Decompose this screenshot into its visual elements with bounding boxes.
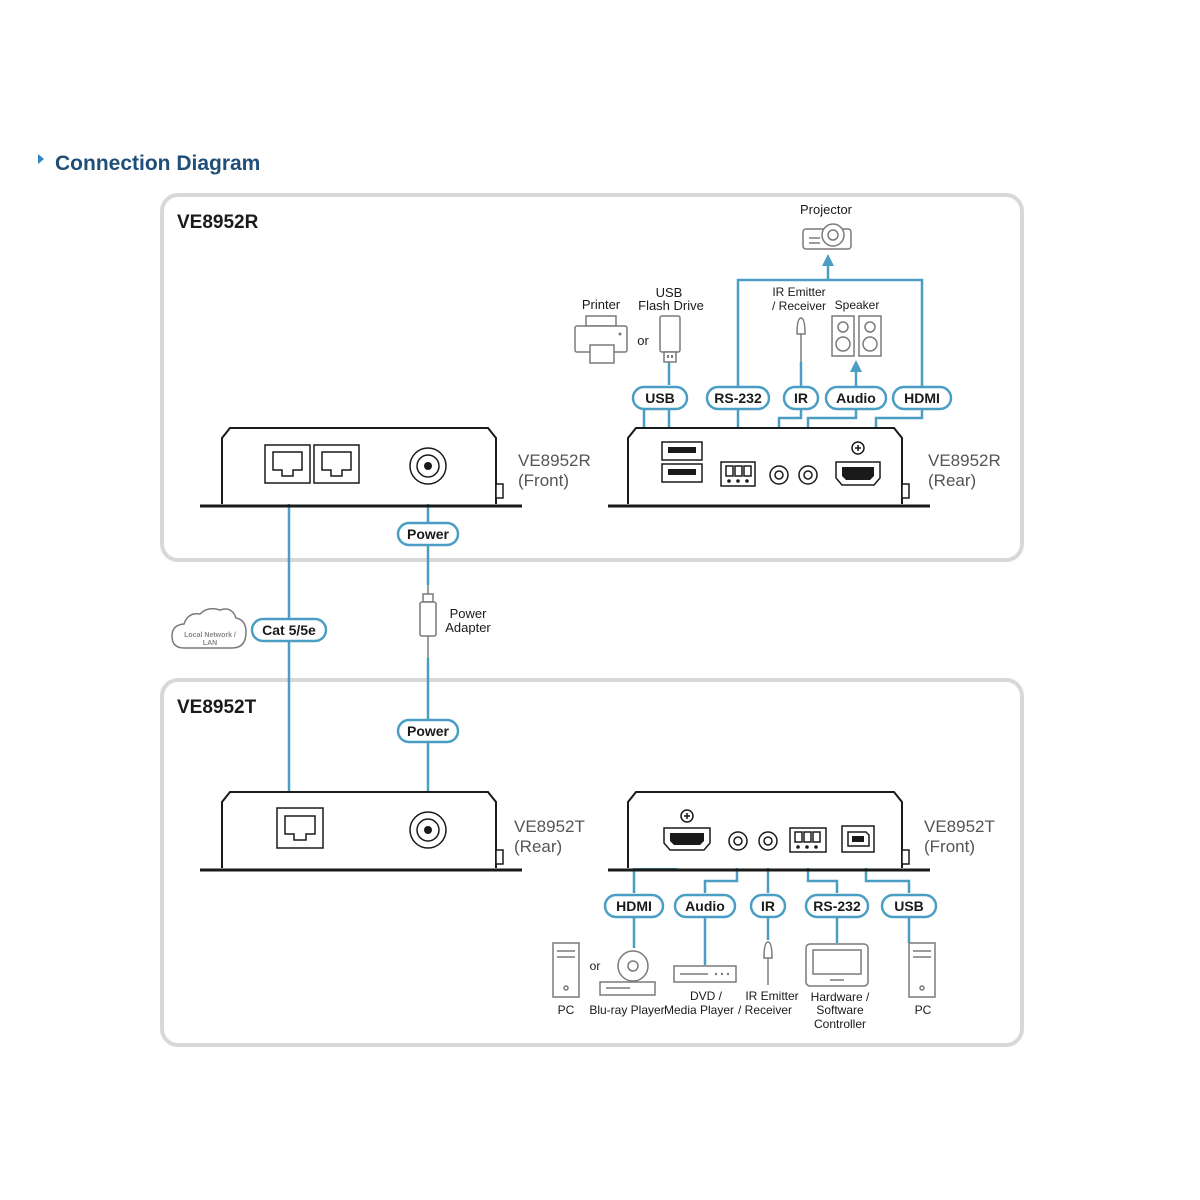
pc-tower-icon xyxy=(552,942,580,998)
transmitter-front-label: VE8952T xyxy=(924,817,995,836)
rx-ir-emitter-label-2: / Receiver xyxy=(772,299,826,313)
audio-jack-icon xyxy=(798,465,818,485)
printer-icon xyxy=(574,315,628,364)
bluray-player-icon xyxy=(599,950,656,996)
rx-power-pill: Power xyxy=(396,521,460,547)
transmitter-rear-label: VE8952T xyxy=(514,817,585,836)
rx-usb-pill: USB xyxy=(631,385,689,411)
tx-rs232-pill: RS-232 xyxy=(804,893,870,919)
lan-cloud-icon xyxy=(171,607,247,649)
transmitter-front-unit xyxy=(608,791,930,872)
controller-label: Hardware / xyxy=(811,990,870,1004)
rj45-port-icon xyxy=(313,444,360,484)
svg-text:Audio: Audio xyxy=(836,390,876,406)
ir-emitter-icon xyxy=(763,941,773,985)
lan-label-2: LAN xyxy=(203,640,217,647)
receiver-rear-label: VE8952R xyxy=(928,451,1001,470)
usb-b-port-icon xyxy=(841,825,875,853)
page-title: Connection Diagram xyxy=(55,152,260,175)
cat5-pill: Cat 5/5e xyxy=(250,617,328,643)
audio-jack-icon xyxy=(728,831,748,851)
hdmi-port-icon xyxy=(835,441,881,486)
tx-ir-emitter-label: IR Emitter xyxy=(745,989,798,1003)
transmitter-box-label: VE8952T xyxy=(177,697,257,718)
bluray-label: Blu-ray Player xyxy=(589,1003,664,1017)
projector-icon xyxy=(802,223,852,250)
svg-text:Cat 5/5e: Cat 5/5e xyxy=(262,622,316,638)
controller-label-3: Controller xyxy=(814,1017,866,1031)
title-bullet-icon xyxy=(38,154,44,164)
controller-tablet-icon xyxy=(805,943,869,987)
svg-text:RS-232: RS-232 xyxy=(813,898,861,914)
terminal-block-icon xyxy=(789,827,827,853)
projector-label: Projector xyxy=(800,202,853,217)
receiver-front-unit xyxy=(200,427,522,508)
power-adapter-icon xyxy=(419,585,437,658)
dc-power-port-icon xyxy=(409,447,447,485)
receiver-box-label: VE8952R xyxy=(177,212,259,233)
svg-text:USB: USB xyxy=(894,898,924,914)
pc-right-label: PC xyxy=(915,1003,932,1017)
svg-text:Audio: Audio xyxy=(685,898,725,914)
dvd-label-2: Media Player xyxy=(664,1003,734,1017)
rj45-port-icon xyxy=(276,807,324,849)
controller-label-2: Software xyxy=(816,1003,864,1017)
flash-drive-icon xyxy=(659,315,681,363)
dc-power-port-icon xyxy=(409,811,447,849)
power-adapter-label: Power xyxy=(450,606,488,621)
dvd-player-icon xyxy=(673,965,737,983)
receiver-or-label: or xyxy=(637,333,649,348)
tx-hdmi-pill: HDMI xyxy=(603,893,665,919)
flash-drive-label: USB xyxy=(656,285,683,300)
receiver-front-label: VE8952R xyxy=(518,451,591,470)
hdmi-port-icon xyxy=(663,809,711,851)
speaker-label: Speaker xyxy=(835,298,880,312)
rx-projector-arrow-icon xyxy=(822,254,834,266)
rx-audio-pill: Audio xyxy=(824,385,888,411)
terminal-block-icon xyxy=(720,461,756,487)
pc-tower-icon xyxy=(908,942,936,998)
tx-audio-pill: Audio xyxy=(673,893,737,919)
svg-text:HDMI: HDMI xyxy=(616,898,652,914)
ir-jack-icon xyxy=(758,831,778,851)
power-adapter-label-2: Adapter xyxy=(445,620,491,635)
svg-text:IR: IR xyxy=(761,898,775,914)
rx-audio-arrow-icon xyxy=(850,360,862,372)
tx-usb-pill: USB xyxy=(880,893,938,919)
transmitter-rear-unit xyxy=(200,791,522,872)
rj45-port-icon xyxy=(264,444,311,484)
svg-text:Power: Power xyxy=(407,526,450,542)
svg-text:Power: Power xyxy=(407,723,450,739)
flash-drive-label-2: Flash Drive xyxy=(638,298,704,313)
rx-rs232-pill: RS-232 xyxy=(705,385,771,411)
lan-label: Local Network / xyxy=(184,632,236,639)
rx-ir-emitter-label: IR Emitter xyxy=(772,285,825,299)
printer-label: Printer xyxy=(582,297,621,312)
tx-ir-emitter-label-2: / Receiver xyxy=(738,1003,792,1017)
tx-ir-pill: IR xyxy=(749,893,787,919)
usb-a-port-icon xyxy=(661,441,703,483)
ir-jack-icon xyxy=(769,465,789,485)
receiver-rear-unit xyxy=(608,427,930,508)
receiver-rear-sublabel: (Rear) xyxy=(928,471,976,490)
pc-left-label: PC xyxy=(558,1003,575,1017)
rx-ir-pill: IR xyxy=(782,385,820,411)
svg-text:IR: IR xyxy=(794,390,808,406)
rx-hdmi-pill: HDMI xyxy=(891,385,953,411)
dvd-label: DVD / xyxy=(690,989,723,1003)
rx-rs232-hdmi-wire xyxy=(736,278,924,388)
tx-power-pill: Power xyxy=(396,718,460,744)
speaker-icon xyxy=(831,315,882,357)
svg-text:RS-232: RS-232 xyxy=(714,390,762,406)
transmitter-rear-sublabel: (Rear) xyxy=(514,837,562,856)
receiver-front-sublabel: (Front) xyxy=(518,471,569,490)
svg-text:HDMI: HDMI xyxy=(904,390,940,406)
transmitter-front-sublabel: (Front) xyxy=(924,837,975,856)
svg-text:USB: USB xyxy=(645,390,675,406)
transmitter-or-label: or xyxy=(590,959,601,973)
ir-emitter-icon xyxy=(796,317,806,362)
